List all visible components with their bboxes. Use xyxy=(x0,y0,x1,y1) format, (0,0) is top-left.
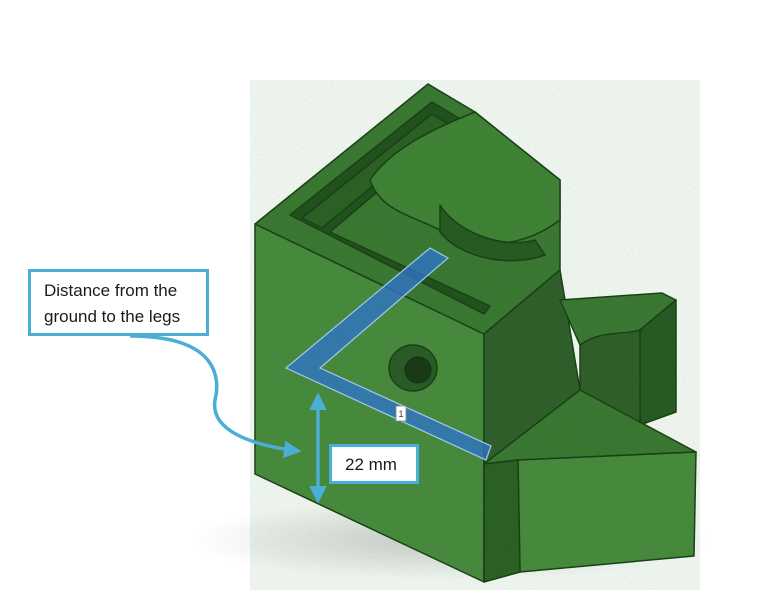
annotation-callout: Distance from the ground to the legs xyxy=(28,269,209,336)
selection-marker: 1 xyxy=(398,409,403,419)
dimension-callout: 22 mm xyxy=(329,444,419,484)
selected-face-highlight xyxy=(284,247,492,461)
annotation-line-1: Distance from the xyxy=(44,281,178,300)
part-wedge-front xyxy=(517,451,697,573)
annotation-line-2: ground to the legs xyxy=(44,307,181,326)
counterbore-hole xyxy=(388,344,438,392)
part-wedge-left xyxy=(483,459,521,583)
dimension-value: 22 mm xyxy=(345,455,397,474)
leader-arrow xyxy=(129,334,302,458)
selection-marker-box xyxy=(395,405,407,422)
